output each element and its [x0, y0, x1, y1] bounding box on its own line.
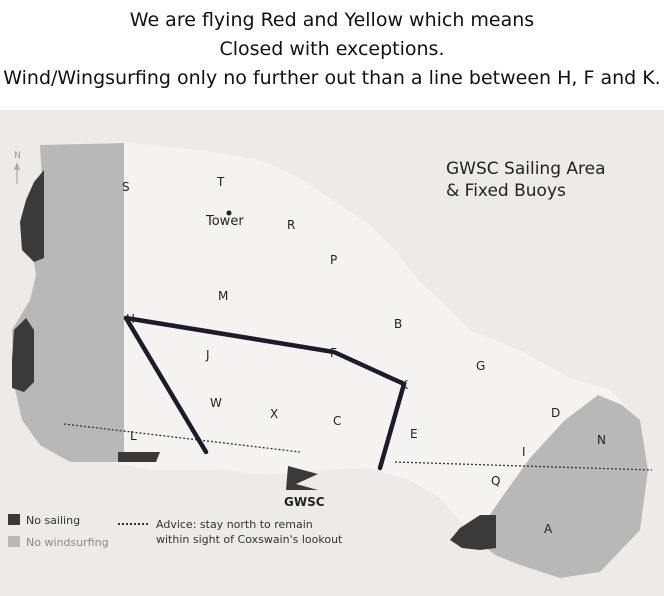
- buoy-m: M: [218, 289, 228, 303]
- legend-no-windsurfing-label: No windsurfing: [26, 536, 109, 549]
- legend-dotted-line: [118, 523, 148, 525]
- buoy-labels: S T R P M H J F B G K W X C E D N L I Q …: [122, 175, 606, 536]
- no-sailing-southeast: [450, 515, 496, 550]
- buoy-c: C: [333, 414, 341, 428]
- legend-advice-line-1: Advice: stay north to remain: [156, 518, 313, 531]
- legend-no-sailing: No sailing: [8, 514, 80, 527]
- buoy-g: G: [476, 359, 485, 373]
- buoy-e: E: [410, 427, 418, 441]
- buoy-j: J: [205, 348, 210, 362]
- buoy-i: I: [522, 445, 526, 459]
- legend-no-windsurfing: No windsurfing: [8, 536, 109, 549]
- buoy-q: Q: [491, 474, 500, 488]
- water-area: [12, 142, 648, 578]
- buoy-x: X: [270, 407, 278, 421]
- limit-line-h-f-k: [123, 315, 407, 471]
- notice-line-2: Closed with exceptions.: [219, 38, 445, 60]
- notice-line-3: Wind/Wingsurfing only no further out tha…: [3, 67, 661, 89]
- buoy-h: H: [126, 312, 135, 326]
- legend-advice: Advice: stay north to remain within sigh…: [118, 517, 342, 547]
- buoy-w: W: [210, 396, 222, 410]
- buoy-d: D: [551, 406, 560, 420]
- map-title-line-1: GWSC Sailing Area: [446, 159, 606, 179]
- legend-swatch-no-sailing: [8, 514, 20, 525]
- buoy-p: P: [330, 253, 337, 267]
- buoy-l: L: [130, 429, 137, 443]
- buoy-k: K: [400, 378, 409, 392]
- no-sailing-west-south: [12, 318, 34, 392]
- notice-line-1: We are flying Red and Yellow which means: [129, 9, 535, 31]
- buoy-f: F: [330, 346, 337, 360]
- advice-line-east: [394, 461, 653, 471]
- north-arrowhead-icon: [14, 162, 20, 170]
- gwsc-label: GWSC: [284, 495, 325, 509]
- legend-advice-line-2: within sight of Coxswain's lookout: [156, 533, 343, 546]
- legend-no-sailing-label: No sailing: [26, 514, 81, 527]
- buoy-r: R: [287, 218, 295, 232]
- no-windsurfing-west: [12, 143, 124, 462]
- buoy-a: A: [544, 522, 553, 536]
- buoy-s: S: [122, 180, 130, 194]
- tower-label: Tower: [205, 214, 244, 229]
- legend-swatch-no-windsurfing: [8, 536, 20, 547]
- map-title-line-2: & Fixed Buoys: [446, 181, 566, 201]
- buoy-t: T: [216, 175, 225, 189]
- no-windsurfing-southeast: [474, 395, 648, 578]
- buoy-n: N: [597, 433, 606, 447]
- north-label: N: [14, 151, 21, 161]
- gwsc-clubhouse-icon: [286, 466, 318, 490]
- no-sailing-west-north: [20, 170, 44, 262]
- notice-header: We are flying Red and Yellow which means…: [0, 0, 664, 110]
- tower-marker: [226, 210, 232, 216]
- buoy-b: B: [394, 317, 402, 331]
- map-title: GWSC Sailing Area & Fixed Buoys: [446, 158, 606, 202]
- limit-line-h-south: [123, 315, 209, 455]
- no-sailing-southwest-strip: [118, 452, 160, 462]
